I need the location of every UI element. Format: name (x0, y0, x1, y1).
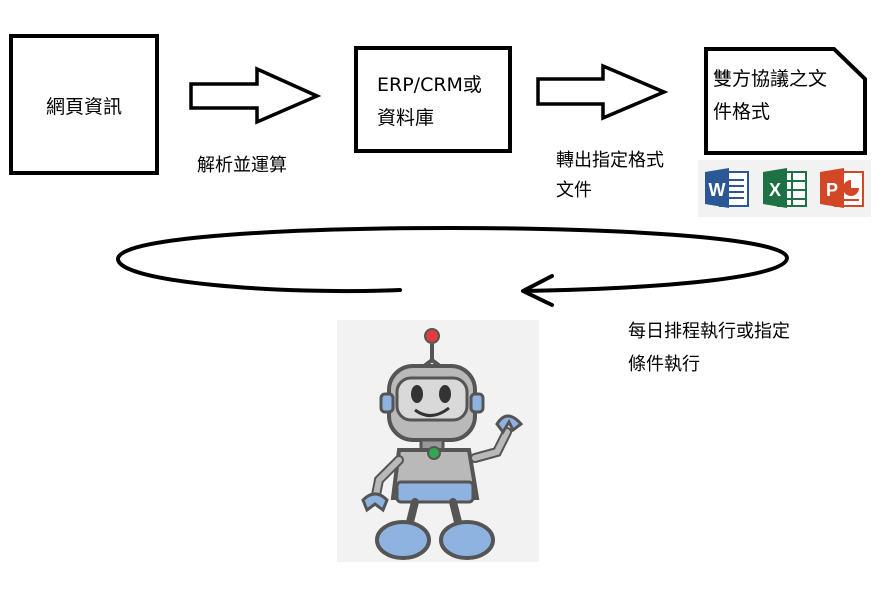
label-schedule-line2: 條件執行 (628, 354, 700, 375)
powerpoint-icon: P (818, 166, 865, 210)
node-erp-crm-label-line2: 資料庫 (377, 107, 435, 129)
svg-text:P: P (826, 180, 838, 200)
node-erp-crm-label-line1: ERP/CRM或 (377, 74, 482, 96)
svg-text:W: W (709, 180, 726, 200)
office-icons: W X P (698, 160, 871, 217)
svg-text:X: X (769, 180, 781, 200)
node-erp-crm: ERP/CRM或 資料庫 (354, 46, 512, 153)
node-web-info-label: 網頁資訊 (46, 96, 123, 118)
word-icon: W (703, 166, 750, 210)
robot-icon (361, 328, 524, 560)
excel-icon: X (761, 166, 808, 210)
label-schedule-line1: 每日排程執行或指定 (628, 321, 790, 342)
robot-illustration (337, 320, 539, 562)
label-parse-compute: 解析並運算 (197, 155, 287, 176)
node-doc-format-label-line1: 雙方協議之文 (713, 68, 828, 90)
node-web-info: 網頁資訊 (9, 34, 159, 175)
label-export-line1: 轉出指定格式 (556, 150, 664, 171)
label-export-line2: 文件 (556, 180, 592, 201)
node-doc-format-label-line2: 件格式 (713, 101, 771, 123)
